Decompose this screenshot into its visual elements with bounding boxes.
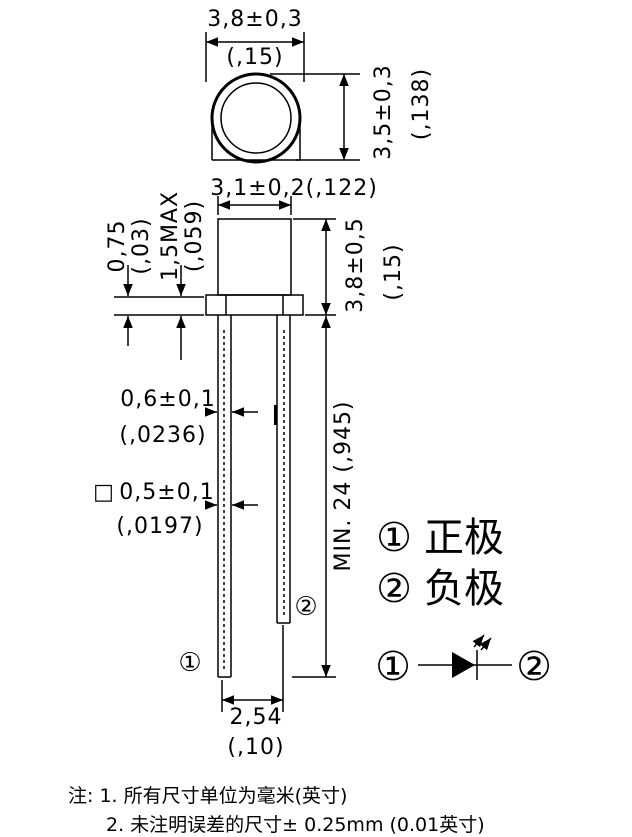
led-body <box>217 218 292 296</box>
pin1-marker: ① <box>178 648 201 678</box>
lead-square-mm: 0,5±0,1 <box>119 480 214 505</box>
flange-in: (,03) <box>129 217 154 274</box>
top-view: 3,8±0,3 (,15) 3,5±0,3 (,138) <box>205 7 434 164</box>
top-view-outer-circle <box>210 72 302 164</box>
top-width-mm: 3,8±0,3 <box>207 7 302 32</box>
side-view: 3,1±0,2(,122) 3,8±0,5 (,15) 0,75 (,03) 1… <box>93 176 406 760</box>
body-width-label: 3,1±0,2(,122) <box>210 176 378 201</box>
top-width-in: (,15) <box>226 45 283 70</box>
pin-legend: ① 正极 ② 负极 <box>376 515 504 612</box>
lead-width-mm: 0,6±0,1 <box>120 387 215 412</box>
note-line-2: 2. 未注明误差的尺寸± 0.25mm (0.01英寸) <box>106 814 485 836</box>
top-height-mm: 3,5±0,3 <box>371 64 396 159</box>
pin2-marker: ② <box>294 592 317 622</box>
square-symbol: □ <box>93 480 115 505</box>
body-height-mm: 3,8±0,5 <box>343 217 368 312</box>
pitch-mm: 2,54 <box>230 705 283 730</box>
led-diode-icon <box>418 634 512 680</box>
symbol-anode-marker: ① <box>375 644 411 690</box>
lead-anode <box>217 315 232 678</box>
top-height-in: (,138) <box>409 68 434 140</box>
led-symbol: ① ② <box>375 634 552 690</box>
top-view-inner-circle <box>220 82 292 154</box>
lead-length-label: MIN. 24 (,945) <box>331 400 356 571</box>
legend-pin1-marker: ① <box>376 515 412 561</box>
max-in: (,059) <box>182 200 207 272</box>
lead-width-in: (,0236) <box>119 423 206 448</box>
legend-pin2-label: 负极 <box>424 566 504 612</box>
flange-mm: 0,75 <box>105 220 130 273</box>
body-height-in: (,15) <box>381 243 406 300</box>
lead-square-in: (,0197) <box>116 514 203 539</box>
pitch-in: (,10) <box>227 735 284 760</box>
symbol-cathode-marker: ② <box>516 644 552 690</box>
lead-cathode <box>274 315 291 624</box>
legend-pin2-marker: ② <box>376 566 412 612</box>
max-mm: 1,5MAX <box>158 191 183 281</box>
led-flange <box>205 294 304 316</box>
legend-pin1-label: 正极 <box>424 515 504 561</box>
note-line-1: 注: 1. 所有尺寸单位为毫米(英寸) <box>68 785 348 807</box>
